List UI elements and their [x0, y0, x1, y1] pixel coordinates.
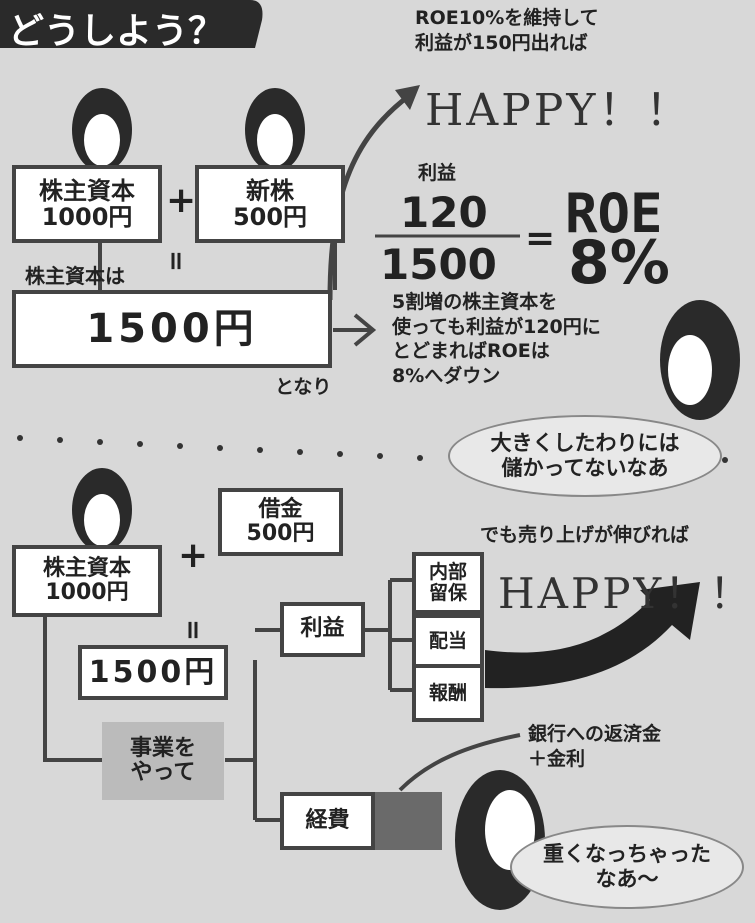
tonari-text: となり: [275, 376, 332, 398]
business-box: 事業を やって: [102, 722, 224, 800]
dividend-box: 配当: [412, 614, 484, 669]
profit-label: 利益: [418, 162, 457, 184]
equity-box: 株主資本 1000円: [12, 165, 162, 243]
plus-sign-bottom: +: [178, 535, 209, 576]
retained-earnings-box: 内部 留保: [412, 552, 484, 614]
roe-value: 8%: [568, 228, 670, 298]
happy-caption: ROE10%を維持して 利益が150円出れば: [415, 7, 599, 54]
new-shares-box: 新株 500円: [195, 165, 345, 243]
plus-sign: +: [166, 180, 197, 221]
speech-bubble-top: 大きくしたわりには 儲かってないなあ: [448, 415, 722, 497]
sales-caption: でも売り上げが伸びれば: [480, 524, 690, 546]
equity-box-bottom: 株主資本 1000円: [12, 545, 162, 617]
roe-label: ROE: [565, 182, 663, 245]
fraction-numerator: 120: [400, 188, 488, 237]
total-equity-box: 1500円: [12, 290, 332, 368]
fraction-denominator: 1500: [380, 240, 497, 289]
fraction-equals: =: [525, 218, 556, 259]
repayment-caption: 銀行への返済金 ＋金利: [528, 723, 662, 770]
happy-text-bottom: HAPPY！！: [498, 569, 755, 618]
equals-sign-bottom: =: [177, 619, 208, 641]
header-title: どうしよう？: [8, 11, 225, 52]
total-box-bottom: 1500円: [78, 645, 228, 700]
equals-sign: =: [160, 250, 191, 272]
expense-box: 経費: [280, 792, 375, 850]
speech-bubble-bottom: 重くなっちゃった なあ〜: [510, 825, 744, 909]
happy-text-top: HAPPY！！: [425, 85, 693, 136]
explanation-text: 5割増の株主資本を 使っても利益が120円に とどまればROEは 8%へダウン: [392, 291, 601, 388]
profit-box: 利益: [280, 602, 365, 657]
loan-box: 借金 500円: [218, 488, 343, 556]
equity-label: 株主資本は: [25, 264, 125, 288]
reward-box: 報酬: [412, 664, 484, 722]
